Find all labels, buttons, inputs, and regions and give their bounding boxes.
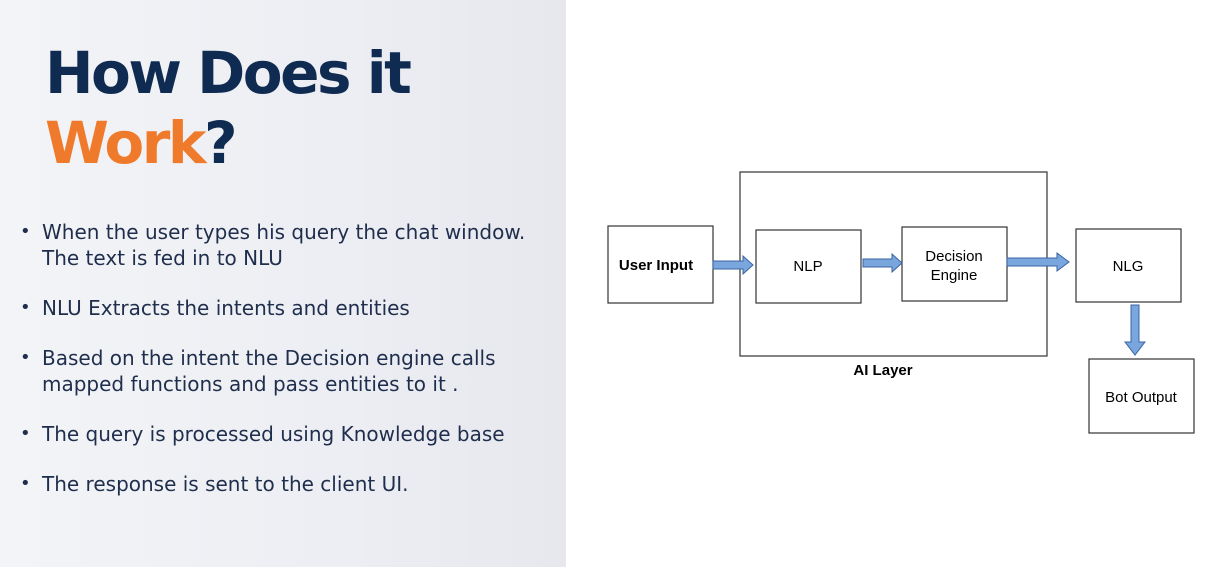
bullet-item: NLU Extracts the intents and entities	[20, 295, 560, 321]
bullet-item: Based on the intent the Decision engine …	[20, 345, 560, 397]
user-input-label: User Input	[619, 257, 693, 274]
bot-output-box	[1088, 358, 1195, 434]
nlp-box	[755, 229, 862, 304]
title-question-mark: ?	[203, 109, 238, 177]
title-accent-word: Work	[45, 109, 206, 177]
bot-output-label: Bot Output	[1105, 389, 1178, 406]
arrow-user-to-nlp	[712, 254, 754, 276]
text-panel: How Does it Work? When the user types hi…	[0, 0, 566, 567]
nlg-label: NLG	[1113, 258, 1144, 275]
diagram-svg: AI Layer User Input NLP Decision Engine …	[607, 171, 1195, 434]
title-line1: How Does it	[45, 39, 412, 107]
bullet-item: The query is processed using Knowledge b…	[20, 421, 560, 447]
decision-engine-label-line2: Engine	[931, 267, 978, 284]
arrow-nlg-to-bot-output	[1123, 304, 1147, 356]
slide-title: How Does it Work?	[45, 38, 412, 178]
user-input-box	[607, 225, 714, 304]
decision-engine-box	[901, 226, 1008, 302]
bullet-list: When the user types his query the chat w…	[20, 219, 560, 497]
arrow-decision-to-nlg	[1006, 252, 1070, 272]
arrow-nlp-to-decision	[862, 252, 903, 274]
decision-engine-label-line1: Decision	[925, 248, 983, 265]
bullet-item: When the user types his query the chat w…	[20, 219, 560, 271]
nlp-label: NLP	[793, 258, 822, 275]
ai-layer-label: AI Layer	[853, 362, 912, 379]
bullet-item: The response is sent to the client UI.	[20, 471, 560, 497]
architecture-diagram: AI Layer User Input NLP Decision Engine …	[566, 0, 1228, 567]
nlg-box	[1075, 228, 1182, 303]
